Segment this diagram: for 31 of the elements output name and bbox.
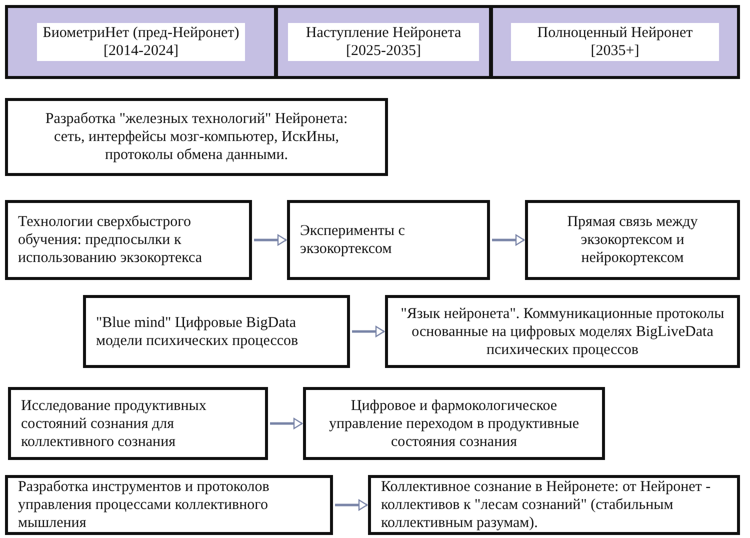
process-box [525,200,740,280]
period-header [5,5,277,79]
process-box [8,387,268,460]
arrow [254,234,287,246]
period-header [275,5,492,79]
arrow [270,418,303,430]
process-box [303,387,605,460]
box-text: Прямая связь между экзокортексом и нейрокортексом [566,213,699,267]
arrow [352,326,385,338]
process-box [5,475,333,535]
box-text: Разработка "железных технологий" Нейронета: сеть, интерфейсы мозг-компьютер, ИскИны, протоколы обмена данными. [44,110,349,164]
period-label: БиометриНет (пред-Нейронет) [2014-2024] [37,23,245,61]
box-text: Цифровое и фармокологическое управление переходом в продуктивные состояния сознания [328,396,580,450]
box-text: Эксперименты с экзокортексом [300,222,406,258]
process-box [83,295,350,368]
box-text: Разработка инструментов и протоколов управления процессами коллективного мышления [18,478,270,532]
period-header [490,5,740,79]
process-box [287,200,490,280]
box-text: "Blue mind" Цифровые BigData модели психических процессов [96,314,300,350]
process-box [5,200,252,280]
arrow [492,234,525,246]
process-box [368,475,740,535]
period-label: Полноценный Нейронет [2035+] [511,23,719,61]
process-box [385,295,740,368]
box-text: "Язык нейронета". Коммуникационные протоколы основанные на цифровых моделях BigLiveData психических процессов [400,304,726,358]
process-box [5,98,388,176]
box-text: Коллективное сознание в Нейронете: от Нейронет - коллективов к "лесам сознаний" (стабильным коллективным разумам). [381,478,712,532]
box-text: Исследование продуктивных состояний сознания для коллективного сознания [21,396,208,450]
box-text: Технологии сверхбыстрого обучения: предпосылки к использованию экзокортекса [18,213,204,267]
arrow [335,499,368,511]
period-label: Наступление Нейронета [2025-2035] [288,23,479,61]
